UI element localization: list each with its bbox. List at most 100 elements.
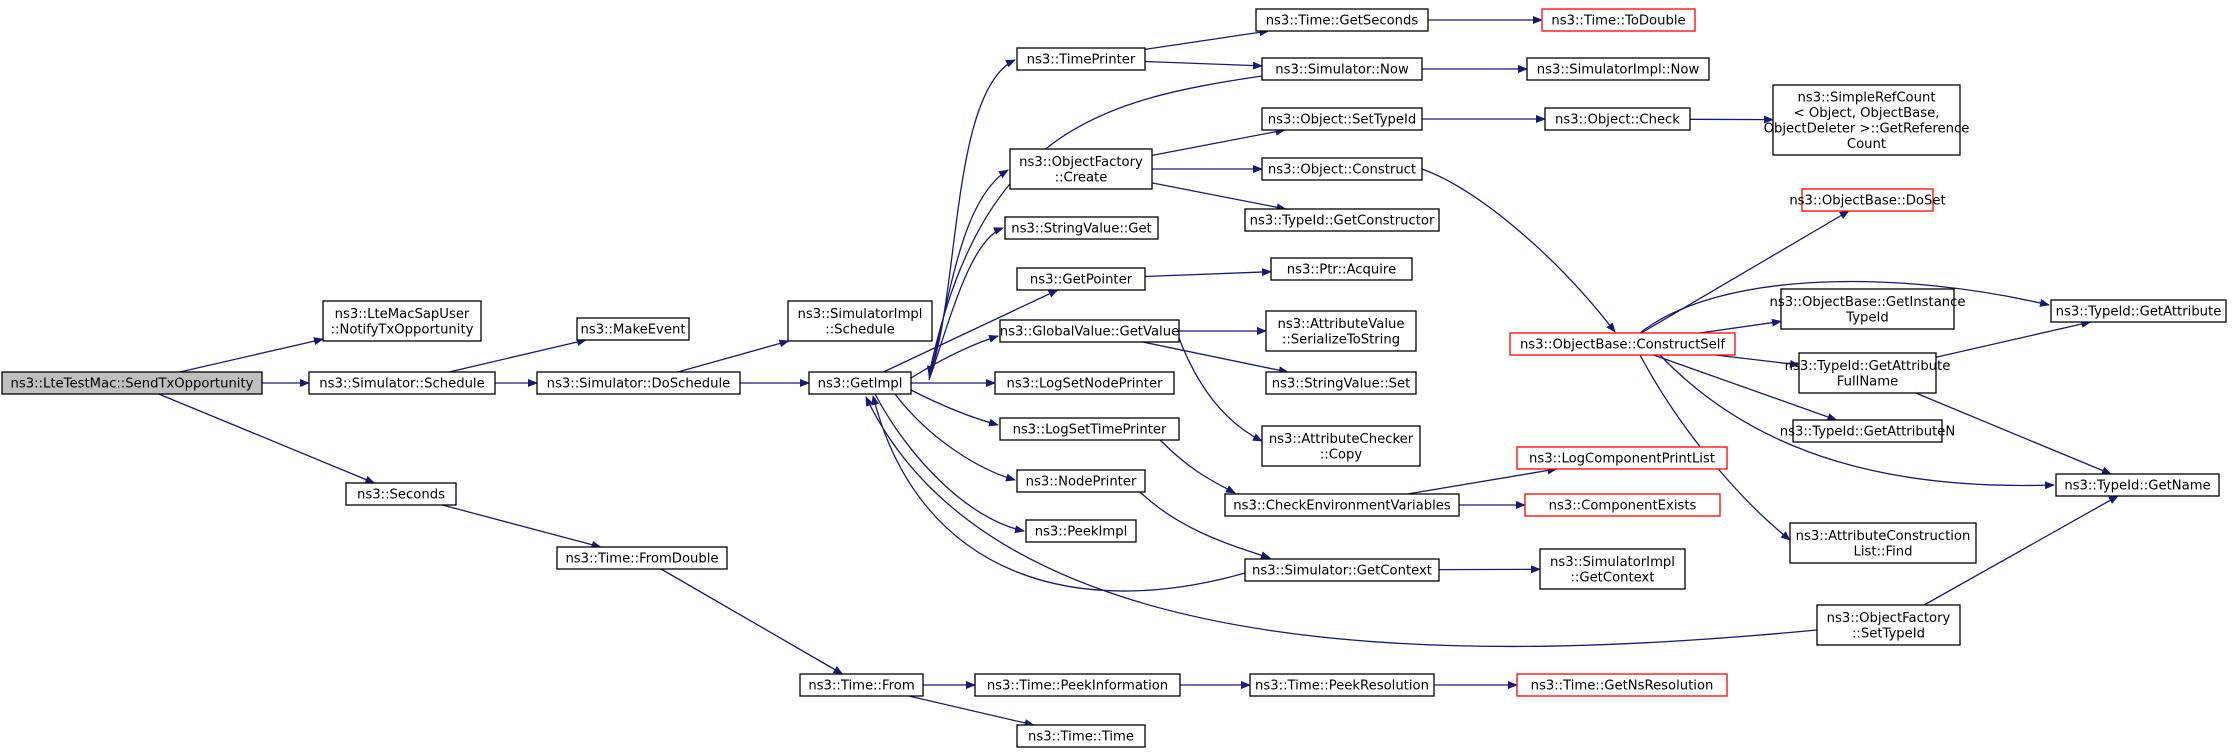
node-box (1541, 8, 1696, 32)
node-simnow[interactable]: ns3::Simulator::Now (1261, 57, 1423, 81)
node-simimplnow[interactable]: ns3::SimulatorImpl::Now (1526, 57, 1710, 81)
node-timefrom[interactable]: ns3::Time::From (799, 673, 924, 697)
edge-line (1935, 320, 2092, 358)
node-makeevent[interactable]: ns3::MakeEvent (576, 317, 690, 341)
edge-objfactorycreate-to-getconstructor (1151, 182, 1287, 212)
node-getimpl[interactable]: ns3::GetImpl (808, 371, 912, 395)
node-simimplschedule[interactable]: ns3::SimulatorImpl::Schedule (787, 300, 933, 342)
edge-globalvalueget-to-stringvalueset (1142, 341, 1289, 375)
node-label: ns3::AttributeChecker (1269, 432, 1414, 447)
edge-line (1151, 127, 1286, 157)
node-globalvalueget[interactable]: ns3::GlobalValue::GetValue (999, 319, 1180, 343)
node-label: ns3::LogSetNodePrinter (1006, 377, 1163, 392)
node-label: ns3::Simulator::GetContext (1252, 564, 1432, 579)
node-todouble[interactable]: ns3::Time::ToDouble (1541, 8, 1696, 32)
edge-objfactorysettypeid-to-getimpl (865, 396, 1818, 648)
node-label: ns3::TimePrinter (1027, 53, 1136, 68)
edge-line (928, 169, 1009, 379)
node-getattributen[interactable]: ns3::TypeId::GetAttributeN (1780, 419, 1956, 443)
node-box (1792, 419, 1943, 443)
node-timetime[interactable]: ns3::Time::Time (1016, 724, 1146, 748)
node-label: ns3::ObjectBase::ConstructSelf (1520, 338, 1725, 353)
edge-line (158, 393, 376, 484)
node-box (1798, 352, 1937, 394)
node-objfactorysettypeid[interactable]: ns3::ObjectFactory::SetTypeId (1816, 604, 1961, 646)
node-label: ns3::ObjectFactory (1019, 155, 1143, 170)
node-box (1244, 558, 1440, 582)
edge-line (1915, 392, 2112, 475)
edge-checkenv-to-logcompprint (1407, 466, 1558, 495)
node-peekinfo[interactable]: ns3::Time::PeekInformation (974, 673, 1181, 697)
node-doschedule[interactable]: ns3::Simulator::DoSchedule (536, 371, 741, 395)
node-getconstructor[interactable]: ns3::TypeId::GetConstructor (1244, 208, 1440, 232)
node-fromdouble[interactable]: ns3::Time::FromDouble (556, 546, 728, 570)
node-label: ns3::TypeId::GetAttributeN (1780, 425, 1956, 440)
node-objconstruct[interactable]: ns3::Object::Construct (1261, 157, 1423, 181)
node-label: ns3::SimulatorImpl::Now (1537, 63, 1700, 78)
node-simgetcontext[interactable]: ns3::Simulator::GetContext (1244, 558, 1440, 582)
node-typeidgetattribute[interactable]: ns3::TypeId::GetAttribute (2050, 299, 2227, 323)
node-label: ns3::ComponentExists (1549, 499, 1697, 514)
node-box (999, 417, 1180, 441)
node-logsetnode[interactable]: ns3::LogSetNodePrinter (994, 371, 1175, 395)
node-label: ns3::Time::FromDouble (565, 552, 718, 567)
node-root[interactable]: ns3::LteTestMac::SendTxOpportunity (1, 371, 263, 395)
node-box (556, 546, 728, 570)
edge-line (1142, 341, 1289, 375)
node-label: ns3::TypeId::GetConstructor (1250, 214, 1435, 229)
node-typeidgetname[interactable]: ns3::TypeId::GetName (2055, 473, 2220, 497)
node-label: ns3::TypeId::GetAttribute (1785, 359, 1951, 374)
edge-objfactorysettypeid-to-typeidgetname (1923, 495, 2119, 606)
node-label: ns3::Time::PeekInformation (987, 679, 1168, 694)
node-attrcheckercopy[interactable]: ns3::AttributeChecker::Copy (1261, 425, 1421, 467)
node-box (1265, 310, 1417, 352)
node-nodeprinter[interactable]: ns3::NodePrinter (1016, 469, 1146, 493)
edge-constructself-to-getattrfullname (1715, 354, 1800, 368)
edge-line (1699, 318, 1782, 334)
node-schedule[interactable]: ns3::Simulator::Schedule (308, 371, 496, 395)
node-logcompprint[interactable]: ns3::LogComponentPrintList (1516, 446, 1728, 470)
node-label: ns3::ObjectBase::DoSet (1789, 194, 1945, 209)
node-logsettime[interactable]: ns3::LogSetTimePrinter (999, 417, 1180, 441)
node-simplerefcount[interactable]: ns3::SimpleRefCount< Object, ObjectBase,… (1764, 84, 1970, 156)
node-peekimpl[interactable]: ns3::PeekImpl (1025, 519, 1137, 543)
edge-constructself-to-typeidgetattribute (1639, 280, 2050, 334)
node-notify[interactable]: ns3::LteMacSapUser::NotifyTxOpportunity (322, 300, 482, 342)
node-timeprinter[interactable]: ns3::TimePrinter (1016, 47, 1146, 71)
node-label: ::GetContext (1570, 570, 1654, 585)
node-objfactorycreate[interactable]: ns3::ObjectFactory::Create (1009, 148, 1153, 190)
node-label: ns3::Time::PeekResolution (1255, 679, 1429, 694)
edge-timeprinter-to-simnow (1144, 60, 1263, 70)
edge-line (908, 695, 1035, 727)
node-compexists[interactable]: ns3::ComponentExists (1524, 493, 1721, 517)
node-peekresolution[interactable]: ns3::Time::PeekResolution (1249, 673, 1435, 697)
node-checkenv[interactable]: ns3::CheckEnvironmentVariables (1224, 493, 1460, 517)
node-seconds[interactable]: ns3::Seconds (345, 482, 457, 506)
edge-getimpl-to-objfactorycreate (928, 169, 1009, 379)
edge-constructself-to-objbasedoset (1640, 210, 1850, 334)
edge-line (1639, 280, 2050, 334)
edge-getattrfullname-to-typeidgetattribute (1935, 320, 2092, 358)
node-getseconds[interactable]: ns3::Time::GetSeconds (1255, 8, 1429, 32)
node-objsettypeid[interactable]: ns3::Object::SetTypeId (1261, 107, 1423, 131)
node-getnsres[interactable]: ns3::Time::GetNsResolution (1516, 673, 1728, 697)
node-objbasedoset[interactable]: ns3::ObjectBase::DoSet (1789, 188, 1946, 212)
edge-objfactorycreate-to-objsettypeid (1151, 127, 1286, 157)
node-stringvalueget[interactable]: ns3::StringValue::Get (1004, 216, 1159, 240)
node-label: ns3::SimulatorImpl (1550, 555, 1675, 570)
node-objcheck[interactable]: ns3::Object::Check (1544, 107, 1691, 131)
node-attrserialize[interactable]: ns3::AttributeValue::SerializeToString (1265, 310, 1417, 352)
node-getpointer[interactable]: ns3::GetPointer (1016, 267, 1146, 291)
edge-line (1659, 354, 2055, 490)
node-constructself[interactable]: ns3::ObjectBase::ConstructSelf (1509, 332, 1736, 356)
node-simimplgetcontext[interactable]: ns3::SimulatorImpl::GetContext (1539, 548, 1686, 590)
edge-fromdouble-to-timefrom (660, 568, 844, 675)
node-box (1509, 332, 1736, 356)
node-ptracquire[interactable]: ns3::Ptr::Acquire (1270, 257, 1413, 281)
edge-line (448, 338, 587, 373)
node-stringvalueset[interactable]: ns3::StringValue::Set (1265, 371, 1417, 395)
node-box (1016, 724, 1146, 748)
